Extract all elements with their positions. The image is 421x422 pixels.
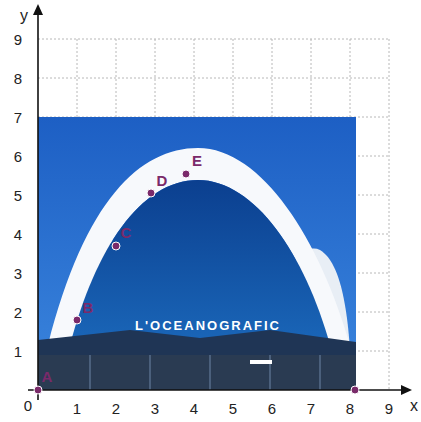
tick-number: 5 bbox=[14, 188, 22, 203]
sign-text: L'OCEANOGRAFIC bbox=[135, 319, 281, 332]
tick-number: 1 bbox=[14, 344, 22, 359]
tick-number: 5 bbox=[229, 401, 237, 416]
tick-number: 4 bbox=[190, 401, 198, 416]
tick-number: 2 bbox=[14, 305, 22, 320]
tick-number: 2 bbox=[112, 401, 120, 416]
building-photo bbox=[38, 117, 356, 390]
tick-number: 9 bbox=[14, 32, 22, 47]
tick-number: 1 bbox=[73, 401, 81, 416]
tick-number: 7 bbox=[14, 110, 22, 125]
tick-number: 3 bbox=[14, 266, 22, 281]
axis-label: y bbox=[20, 8, 28, 24]
point-label: B bbox=[83, 300, 94, 315]
point-label: A bbox=[42, 369, 53, 384]
tick-number: 8 bbox=[346, 401, 354, 416]
tick-number: 7 bbox=[307, 401, 315, 416]
axis-label: x bbox=[410, 398, 418, 414]
tick-number: 9 bbox=[385, 401, 393, 416]
tick-number: 6 bbox=[14, 149, 22, 164]
tick-number: 4 bbox=[14, 227, 22, 242]
plotted-points bbox=[34, 170, 359, 394]
point-label: E bbox=[192, 153, 202, 168]
tick-number: 3 bbox=[151, 401, 159, 416]
tick-number: 8 bbox=[14, 71, 22, 86]
origin-label: 0 bbox=[24, 398, 32, 413]
tick-number: 6 bbox=[268, 401, 276, 416]
axes bbox=[28, 4, 412, 400]
point-label: C bbox=[121, 225, 132, 240]
point-label: D bbox=[157, 173, 168, 188]
grid bbox=[38, 39, 389, 390]
